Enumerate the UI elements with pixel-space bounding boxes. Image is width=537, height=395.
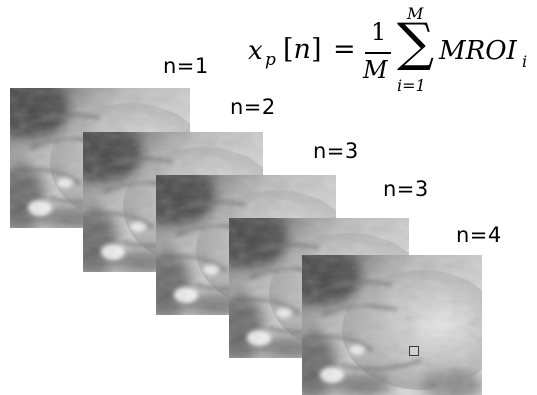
- formula-fraction-bar: [365, 52, 391, 54]
- formula-equals: =: [333, 34, 356, 65]
- frame-image-5: [302, 255, 482, 395]
- formula-sum-upper-limit: M: [407, 4, 424, 23]
- video-frame-5: [302, 255, 482, 395]
- frame-label-3: n=3: [313, 139, 359, 163]
- formula-sum-symbol: ∑: [397, 13, 435, 73]
- frame-label-2: n=2: [230, 95, 276, 119]
- formula-lhs-subscript: p: [265, 50, 276, 70]
- formula-lhs-index: [n]: [283, 34, 322, 65]
- formula-lhs-symbol: x: [248, 36, 263, 66]
- formula-sum-lower-limit: i=1: [397, 76, 426, 95]
- formula-term-subscript: i: [522, 52, 528, 71]
- formula-fraction-denominator: M: [363, 56, 388, 84]
- formula-term: MROI: [439, 36, 517, 66]
- averaging-formula: x p [n] = 1 M M ∑ i=1 MROI i: [245, 4, 535, 100]
- formula-fraction-numerator: 1: [371, 18, 387, 46]
- frame-label-4: n=3: [383, 177, 429, 201]
- frame-label-1: n=1: [163, 54, 209, 78]
- roi-marker-5: [409, 346, 419, 356]
- frame-label-5: n=4: [456, 223, 502, 247]
